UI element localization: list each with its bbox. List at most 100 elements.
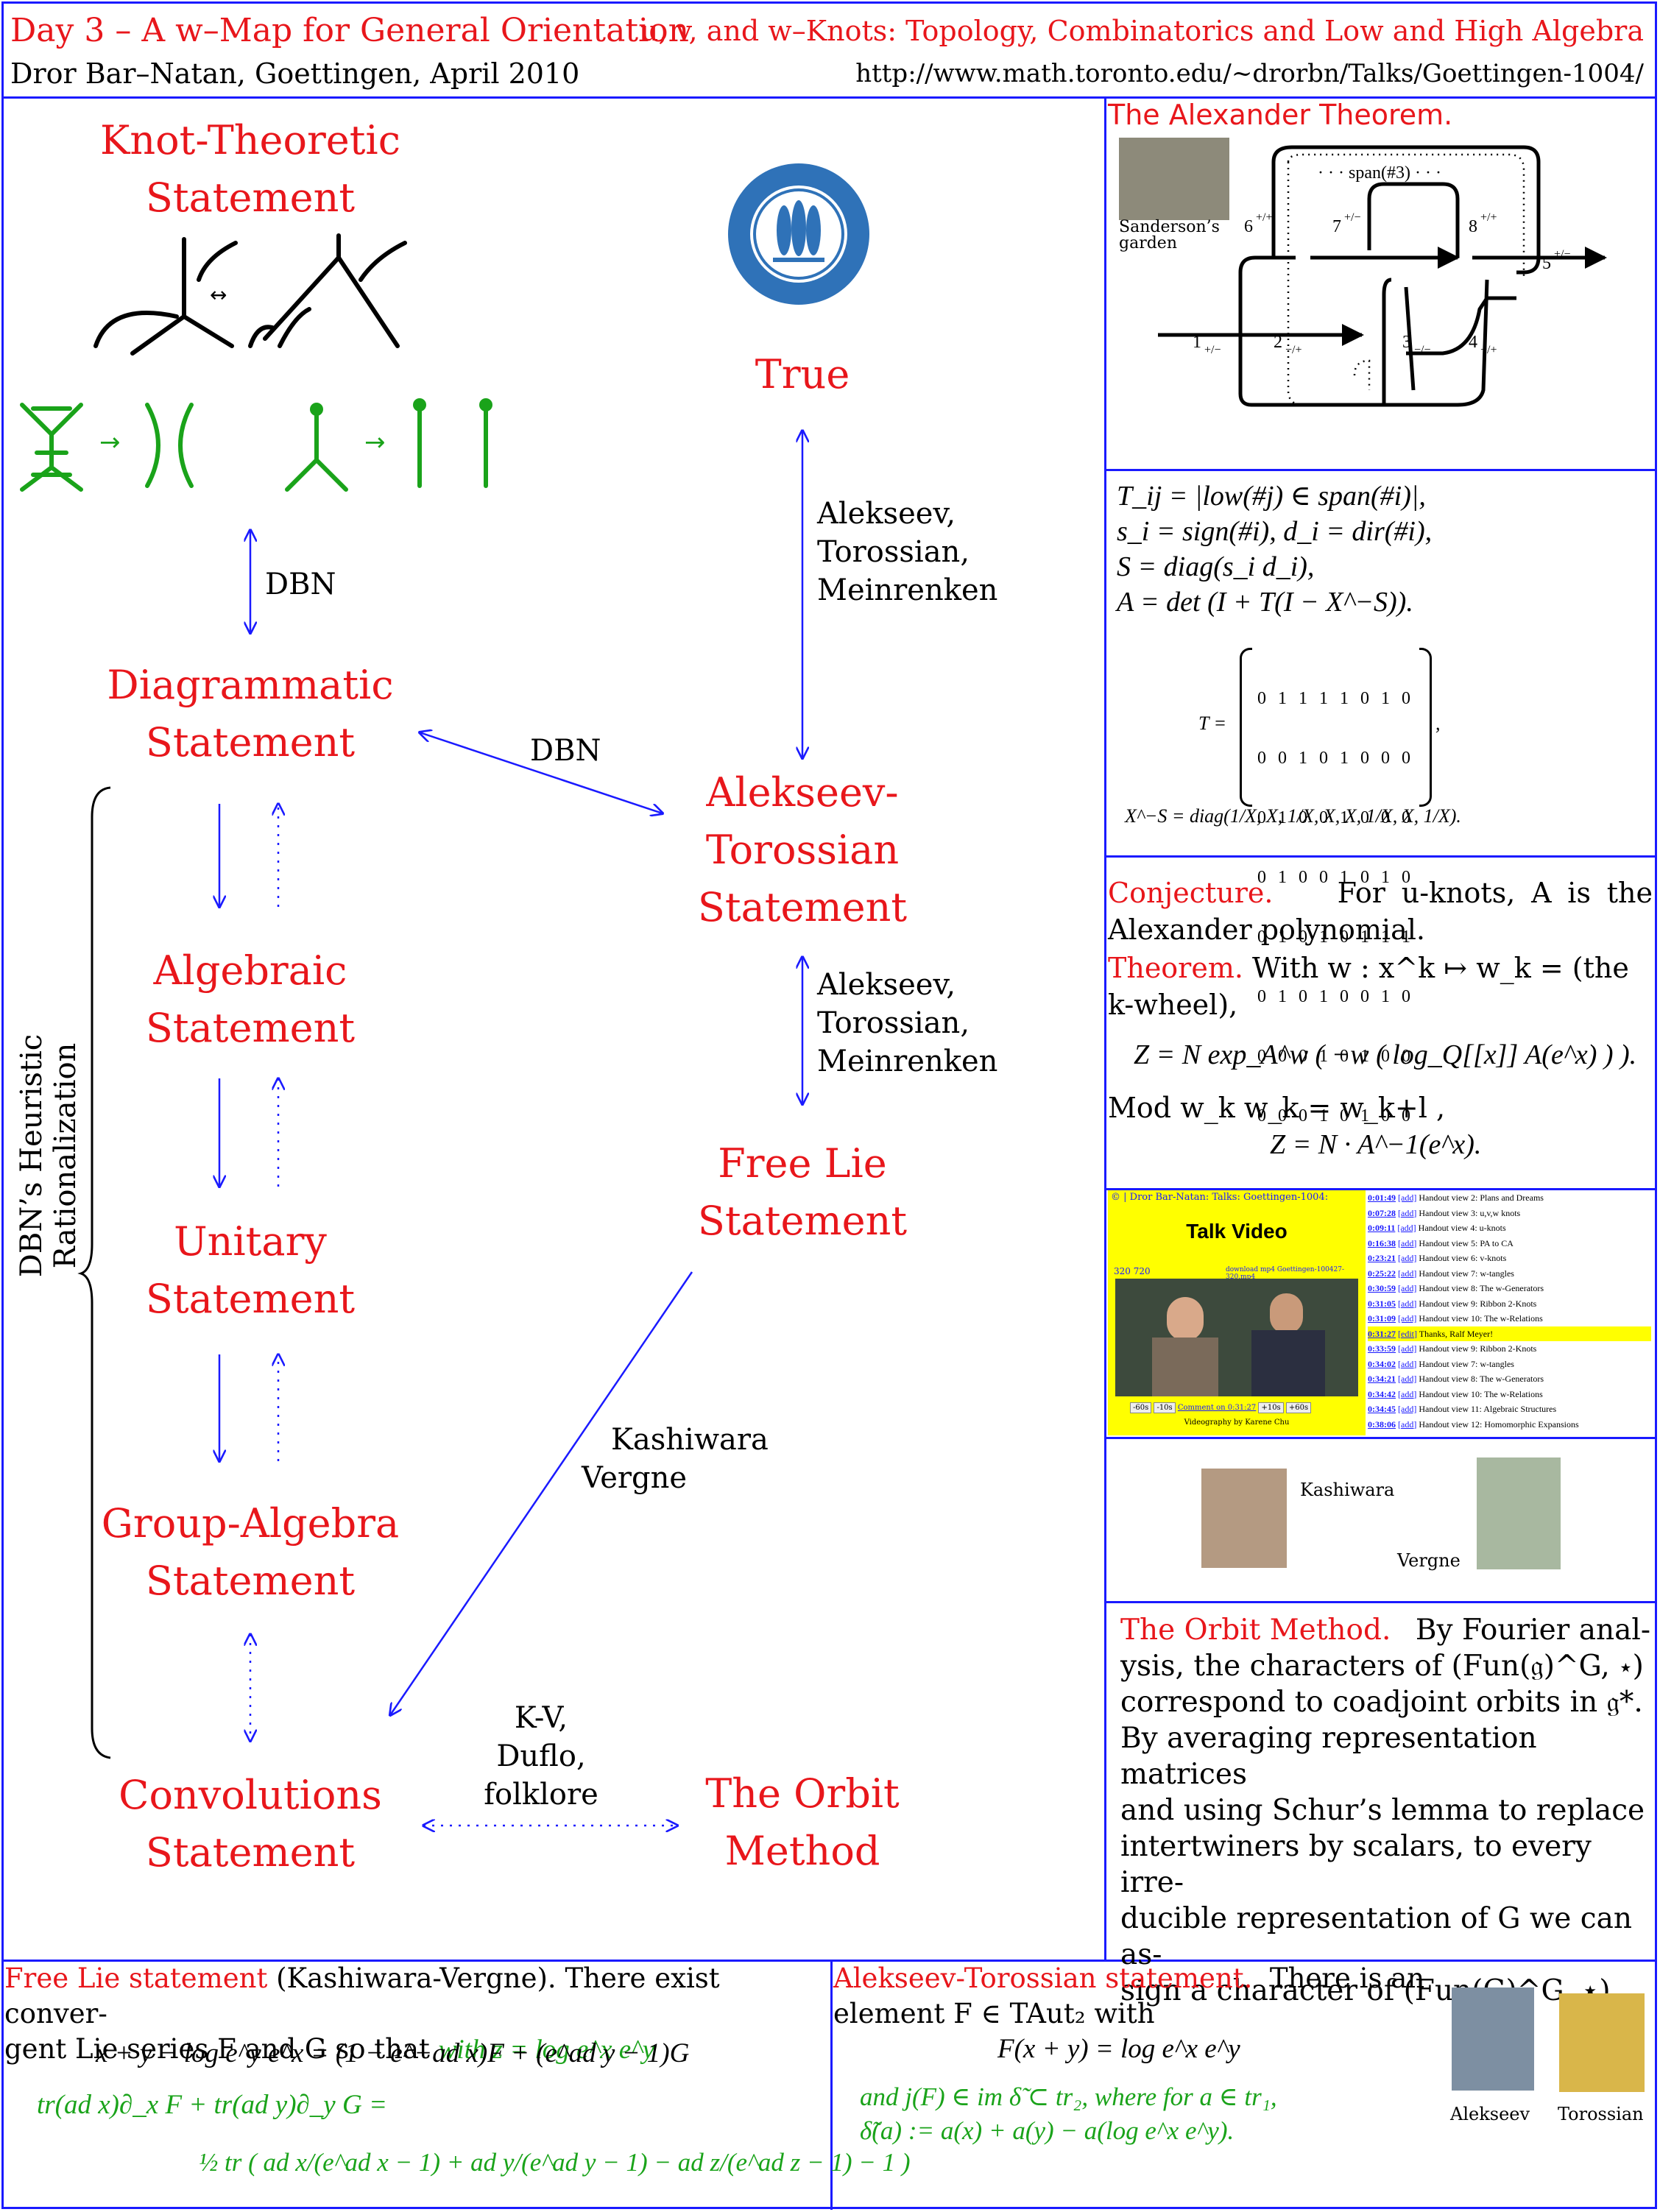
video-index-item[interactable]: 0:09:11 [add] Handout view 4: u-knots bbox=[1368, 1223, 1506, 1233]
video-index-item[interactable]: 0:31:05 [add] Handout view 9: Ribbon 2-K… bbox=[1368, 1298, 1537, 1309]
torossian-photo bbox=[1559, 1993, 1645, 2092]
rule-2 bbox=[1104, 855, 1657, 858]
matrix-label: T = bbox=[1198, 713, 1227, 734]
node-true: True bbox=[755, 351, 850, 397]
svg-text:−/−: −/− bbox=[1414, 344, 1431, 356]
alexander-definitions: T_ij = |low(#j) ∈ span(#i)|, s_i = sign(… bbox=[1117, 481, 1433, 618]
orbit-method-text: The Orbit Method.By Fourier anal- ysis, … bbox=[1120, 1614, 1650, 2007]
mod-line: Mod w_k w_k = w_k+l , bbox=[1108, 1092, 1446, 1124]
garden-photo bbox=[1119, 138, 1229, 220]
video-index-item[interactable]: 0:38:06 [add] Handout view 12: Homomorph… bbox=[1368, 1418, 1579, 1430]
video-index-item[interactable]: 0:33:59 [add] Handout view 9: Ribbon 2-K… bbox=[1368, 1343, 1537, 1354]
video-download[interactable]: download mp4 Goettingen-100427-320.mp4 bbox=[1226, 1266, 1345, 1281]
video-index-item[interactable]: 0:34:02 [add] Handout view 7: w-tangles bbox=[1368, 1358, 1514, 1369]
svg-text:↔: ↔ bbox=[210, 283, 227, 307]
free-lie-eq2b: ½ tr ( ad x/(e^ad x − 1) + ad y/(e^ad y … bbox=[199, 2148, 911, 2177]
svg-text:7: 7 bbox=[1332, 217, 1341, 236]
matrix-left-paren bbox=[1240, 648, 1252, 807]
video-index-item[interactable]: 0:34:21 [add] Handout view 8: The w-Gene… bbox=[1368, 1374, 1544, 1384]
at-green: and j(F) ∈ im δ̃ ⊂ tr₂, where for a ∈ tr… bbox=[860, 2082, 1277, 2145]
svg-text:+/+: +/+ bbox=[1480, 211, 1497, 224]
free-lie-text: Free Lie statement (Kashiwara-Vergne). T… bbox=[4, 1962, 720, 2065]
video-index-item[interactable]: 0:30:59 [add] Handout view 8: The w-Gene… bbox=[1368, 1283, 1544, 1293]
video-index-list[interactable]: 0:01:49 [add] Handout view 2: Plans and … bbox=[1368, 1190, 1651, 1435]
svg-text:2: 2 bbox=[1274, 333, 1282, 352]
span-label: · · · span(#3) · · · bbox=[1318, 163, 1441, 183]
svg-text:8: 8 bbox=[1469, 217, 1477, 236]
video-index-item[interactable]: 0:01:49 [add] Handout view 2: Plans and … bbox=[1368, 1192, 1544, 1203]
svg-text:→: → bbox=[364, 428, 386, 457]
edge-label-kv-duflo: K-V,Duflo,folklore bbox=[484, 1701, 598, 1812]
video-player[interactable] bbox=[1115, 1279, 1358, 1396]
alexander-knot-diagram: · · · span(#3) · · · 6+/+ 7+/− 8+/+ 5+/−… bbox=[1158, 145, 1607, 407]
alekseev-caption: Alekseev bbox=[1450, 2104, 1530, 2124]
column-rule bbox=[1104, 96, 1106, 1960]
video-title: Talk Video bbox=[1186, 1220, 1288, 1243]
svg-text:+/−: +/− bbox=[1344, 211, 1361, 224]
svg-text:4: 4 bbox=[1469, 333, 1477, 352]
author-line: Dror Bar–Natan, Goettingen, April 2010 bbox=[10, 57, 580, 90]
x-minus-s: X^−S = diag(1/X, X, 1/X, X, X, 1/X, X, 1… bbox=[1125, 805, 1461, 827]
rule-3 bbox=[1104, 1188, 1657, 1190]
rule-5 bbox=[1104, 1601, 1657, 1603]
video-sizes[interactable]: 320 720 bbox=[1114, 1266, 1151, 1276]
video-index-item[interactable]: 0:34:42 [add] Handout view 10: The w-Rel… bbox=[1368, 1388, 1543, 1399]
alexander-title: The Alexander Theorem. bbox=[1108, 99, 1453, 131]
mod-formula: Z = N · A^−1(e^x). bbox=[1270, 1129, 1482, 1160]
video-index-item[interactable]: 0:07:28 [add] Handout view 3: u,v,w knot… bbox=[1368, 1207, 1521, 1218]
free-lie-eq2a: tr(ad x)∂_x F + tr(ad y)∂_y G = bbox=[37, 2090, 387, 2120]
vergne-caption: Vergne bbox=[1397, 1550, 1461, 1571]
at-eq: F(x + y) = log e^x e^y bbox=[997, 2034, 1240, 2064]
footer-col-rule bbox=[830, 1960, 833, 2210]
svg-text:5: 5 bbox=[1542, 254, 1551, 273]
matrix-right-paren bbox=[1419, 648, 1432, 807]
ias-seal-logo bbox=[728, 163, 869, 305]
video-buttons[interactable]: -60s -10s Comment on 0:31:27 +10s +60s bbox=[1130, 1402, 1312, 1413]
edge-label-atm-2: Alekseev,Torossian,Meinrenken bbox=[817, 968, 998, 1078]
video-index-item[interactable]: 0:16:38 [add] Handout view 5: PA to CA bbox=[1368, 1237, 1514, 1248]
theorem: Theorem. With w : x^k ↦ w_k = (the k-whe… bbox=[1108, 952, 1629, 1021]
video-index-item[interactable]: 0:31:09 [add] Handout view 10: The w-Rel… bbox=[1368, 1313, 1543, 1324]
talk-url[interactable]: http://www.math.toronto.edu/~drorbn/Talk… bbox=[855, 59, 1644, 88]
kashiwara-caption: Kashiwara bbox=[1300, 1480, 1395, 1500]
video-index-item[interactable]: 0:34:45 [add] Handout view 11: Algebraic… bbox=[1368, 1404, 1557, 1414]
svg-text:→: → bbox=[99, 428, 121, 457]
free-lie-eq1: x + y − log e^y e^x = (1 − e^−ad x)F + (… bbox=[96, 2038, 690, 2068]
matrix-comma: , bbox=[1435, 713, 1441, 734]
page-title: Day 3 – A w–Map for General Orientation bbox=[10, 12, 689, 49]
series-title: u, v, and w–Knots: Topology, Combinatori… bbox=[640, 15, 1644, 47]
alekseev-photo bbox=[1452, 1987, 1534, 2091]
talk-video-panel[interactable]: © | Dror Bar-Natan: Talks: Goettingen-10… bbox=[1108, 1190, 1366, 1435]
video-credit: Videography by Karene Chu bbox=[1184, 1418, 1290, 1427]
theorem-formula: Z = N exp_A^w ( −w ( log_Q[[x]] A(e^x) )… bbox=[1134, 1039, 1637, 1070]
svg-text:+/−: +/− bbox=[1554, 248, 1571, 261]
vergne-photo bbox=[1477, 1457, 1561, 1569]
edge-label-atm-1: Alekseev,Torossian,Meinrenken bbox=[817, 497, 998, 607]
video-index-item[interactable]: 0:31:27 [edit] Thanks, Ralf Meyer! bbox=[1368, 1326, 1651, 1341]
relation-sketch-green: → → bbox=[20, 398, 492, 492]
video-index-item[interactable]: 0:41:07 [add] Handout view 13: Algebraic… bbox=[1368, 1432, 1651, 1435]
torossian-caption: Torossian bbox=[1558, 2104, 1644, 2124]
video-index-item[interactable]: 0:25:22 [add] Handout view 7: w-tangles bbox=[1368, 1268, 1514, 1279]
video-nav[interactable]: © | Dror Bar-Natan: Talks: Goettingen-10… bbox=[1111, 1192, 1329, 1203]
svg-text:+/+: +/+ bbox=[1256, 211, 1273, 224]
svg-text:−/+: −/+ bbox=[1480, 344, 1497, 356]
footer-rule bbox=[1, 1960, 1657, 1962]
kashiwara-photo bbox=[1201, 1469, 1287, 1568]
video-index-item[interactable]: 0:23:21 [add] Handout view 6: v-knots bbox=[1368, 1253, 1507, 1263]
edge-label-dbn-1: DBN bbox=[265, 568, 336, 601]
header-rule bbox=[1, 96, 1657, 99]
knot-move-sketch: ↔ bbox=[93, 233, 407, 356]
rule-4 bbox=[1104, 1437, 1657, 1439]
svg-text:6: 6 bbox=[1244, 217, 1253, 236]
